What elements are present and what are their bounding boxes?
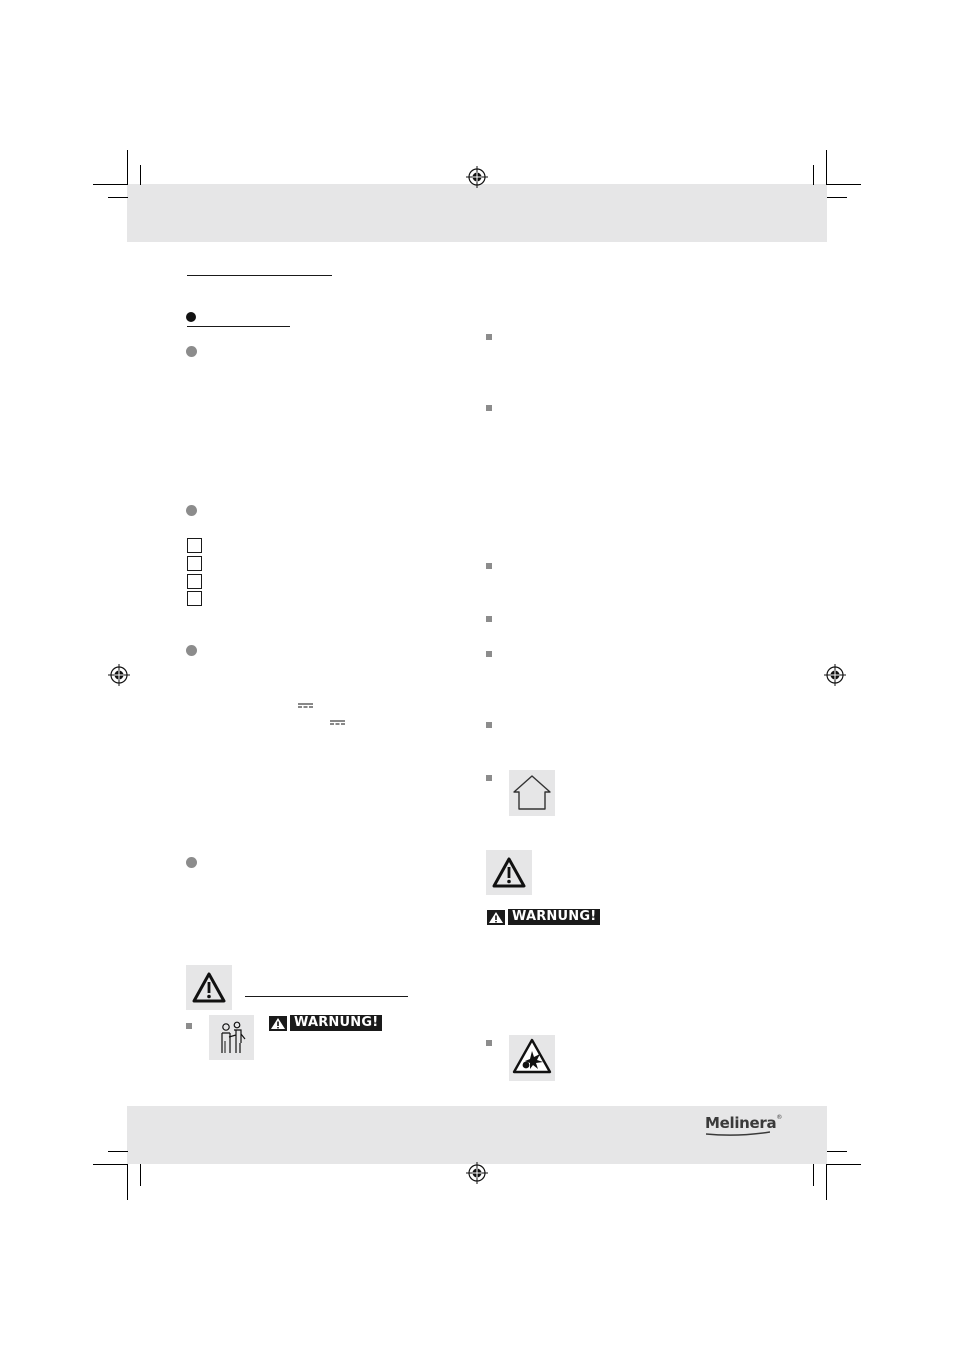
children-hazard-icon [209, 1015, 254, 1060]
brand-logo-mark: ® [776, 1114, 783, 1121]
crop-mark [827, 197, 847, 198]
warning-triangle-icon [186, 965, 232, 1010]
crop-mark [108, 197, 128, 198]
section-bullet [186, 312, 196, 322]
registration-mark-icon [108, 664, 130, 686]
crop-mark [827, 1164, 861, 1165]
brand-logo: Melinera® [705, 1114, 782, 1132]
crop-mark [140, 165, 141, 185]
checkbox [187, 556, 202, 571]
indoor-use-house-icon [509, 770, 555, 816]
crop-mark [813, 1164, 814, 1186]
warning-triangle-icon [269, 1015, 287, 1031]
crop-mark [827, 1151, 847, 1152]
crop-mark [826, 1164, 827, 1200]
crop-mark [140, 1164, 141, 1186]
crop-mark [826, 150, 827, 185]
list-bullet [186, 1023, 192, 1029]
registration-mark-icon [466, 1162, 488, 1184]
warning-label: WARNUNG! [290, 1015, 383, 1031]
list-bullet [486, 651, 492, 657]
list-bullet [486, 1040, 492, 1046]
warning-triangle-icon [487, 909, 505, 925]
warning-badge: WARNUNG! [487, 909, 601, 925]
list-bullet [486, 616, 492, 622]
direct-current-symbol-icon [298, 703, 313, 708]
registration-mark-icon [824, 664, 846, 686]
brand-logo-swoosh [706, 1131, 770, 1136]
list-bullet [186, 857, 197, 868]
subheading-rule [187, 326, 290, 327]
list-bullet [486, 405, 492, 411]
warning-triangle-icon [486, 850, 532, 895]
list-bullet [486, 563, 492, 569]
explosion-hazard-icon [509, 1035, 555, 1081]
checkbox [187, 591, 202, 606]
crop-mark [827, 184, 861, 185]
brand-logo-text: Melinera [705, 1114, 777, 1132]
crop-mark [93, 1164, 128, 1165]
direct-current-symbol-icon [330, 720, 345, 725]
list-bullet [486, 722, 492, 728]
crop-mark [93, 184, 128, 185]
list-bullet [186, 645, 197, 656]
list-bullet [186, 346, 197, 357]
heading-rule [187, 275, 332, 276]
list-bullet [486, 334, 492, 340]
checkbox [187, 574, 202, 589]
warning-badge: WARNUNG! [269, 1015, 383, 1031]
crop-mark [108, 1151, 128, 1152]
crop-mark [813, 165, 814, 185]
header-band [127, 184, 827, 242]
checkbox [187, 538, 202, 553]
heading-rule [245, 996, 408, 997]
list-bullet [486, 775, 492, 781]
crop-mark [127, 1164, 128, 1200]
crop-mark [127, 150, 128, 185]
list-bullet [186, 505, 197, 516]
warning-label: WARNUNG! [508, 909, 601, 925]
registration-mark-icon [466, 166, 488, 188]
